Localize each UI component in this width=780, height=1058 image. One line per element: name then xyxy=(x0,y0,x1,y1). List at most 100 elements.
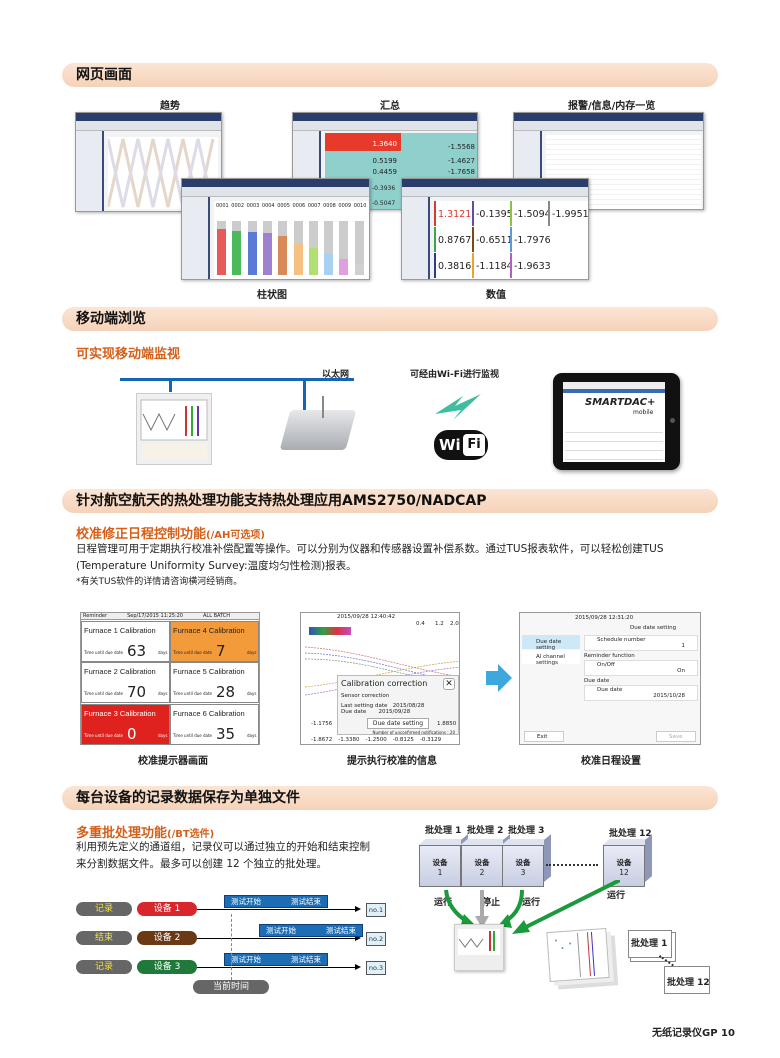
reminder-header: Reminder xyxy=(83,613,108,619)
batch-status: 停止 xyxy=(482,898,501,908)
scale-tick: 0.4 xyxy=(416,621,425,627)
timeline xyxy=(197,909,357,910)
bar-track xyxy=(339,221,349,275)
bar-track xyxy=(324,221,334,275)
channel-value: -1.8672 xyxy=(311,737,333,743)
test-start-label: 测试开始 xyxy=(231,955,261,964)
tile-days-value: 63 xyxy=(127,642,147,660)
bar-channel-label: 0002 xyxy=(231,203,245,209)
numeric-value: 0.3816 xyxy=(434,253,471,278)
menu-due-date-setting[interactable]: Due date setting xyxy=(522,635,580,651)
bar-channel-label: 0005 xyxy=(277,203,290,209)
reminder-batch: ALL BATCH xyxy=(203,613,231,619)
tile-unit-label: Time until due date xyxy=(84,691,124,697)
due-value: 2015/09/28 xyxy=(378,709,411,715)
save-button[interactable]: Save xyxy=(656,731,696,742)
cube-device-number: 2 xyxy=(479,868,485,877)
last-setting-label: Last setting date xyxy=(341,703,388,709)
test-end-label: 测试结束 xyxy=(291,955,321,964)
test-window: 测试开始 测试结束 xyxy=(259,924,363,937)
timeline xyxy=(197,967,357,968)
schedule-number-value[interactable]: 1 xyxy=(681,643,686,649)
onoff-value[interactable]: On xyxy=(677,668,685,674)
aero-paragraph-2: (Temperature Uniformity Survey:温度均匀性检测)报… xyxy=(76,560,357,572)
recorder-image xyxy=(136,393,212,465)
schedule-screen: 2015/09/28 12:31:20 Due date setting Due… xyxy=(519,612,701,745)
numeric-value: 1.3121 xyxy=(434,201,471,226)
batch-label: 批处理 12 xyxy=(609,829,652,839)
close-icon[interactable]: ✕ xyxy=(443,678,455,690)
arrow-head-icon xyxy=(355,935,361,941)
due-date-setting-button[interactable]: Due date setting xyxy=(367,718,429,729)
tile-days-unit: days xyxy=(158,650,168,655)
exit-button[interactable]: Exit xyxy=(524,731,564,742)
batch-file-12: 批处理 12 xyxy=(664,966,710,994)
channel-value: 1.8850 xyxy=(437,721,457,727)
reminder-screen: Reminder Sep/17/2015 11:25:20 ALL BATCH … xyxy=(80,612,260,745)
timeline xyxy=(197,938,357,939)
notification-count: Number of unconfirmed notifications : 20 xyxy=(372,730,455,735)
section-header-mobile: 移动端浏览 xyxy=(62,307,718,331)
caption-trend: 趋势 xyxy=(160,101,180,112)
summary-cell: -1.5568 xyxy=(447,143,475,151)
router-antenna xyxy=(322,396,324,418)
ethernet-line xyxy=(120,378,354,381)
test-start-label: 测试开始 xyxy=(266,926,296,935)
schedule-number-label: Schedule number xyxy=(597,637,646,643)
summary-cell: -1.7658 xyxy=(447,168,475,176)
bar-channel-label: 0001 xyxy=(216,203,229,209)
test-end-label: 测试结束 xyxy=(326,926,356,935)
arrow-head-icon xyxy=(355,906,361,912)
batch-label: 批处理 1 xyxy=(425,826,462,836)
cube-device-label: 设备 xyxy=(515,858,531,867)
device-pill: 设备 2 xyxy=(137,931,197,945)
cube-device-number: 3 xyxy=(520,868,526,877)
bar-fill xyxy=(293,243,303,275)
scale-tick: 2.0 xyxy=(450,621,459,627)
tile-days-unit: days xyxy=(158,732,168,738)
tile-title: Furnace 6 Calibration xyxy=(173,708,245,718)
batch-subtitle: 多重批处理功能 xyxy=(76,826,168,841)
cube-device-number: 12 xyxy=(619,868,629,877)
numeric-value: -1.5094 xyxy=(510,201,551,226)
section-header-aero: 针对航空航天的热处理功能支持热处理应用AMS2750/NADCAP xyxy=(62,489,718,513)
batch-state-pill: 记录 xyxy=(76,902,132,916)
numeric-value: -1.1184 xyxy=(472,253,513,278)
channel-value: -0.8125 xyxy=(392,737,414,743)
due-label: Due date xyxy=(341,709,367,715)
tile-days-unit: days xyxy=(247,691,257,697)
batch-label: 批处理 2 xyxy=(467,826,504,836)
scale-tick: 1.2 xyxy=(435,621,444,627)
numeric-value: -0.1395 xyxy=(472,201,513,226)
schedule-header: Due date setting xyxy=(630,625,677,631)
aero-option: (/AH可选项) xyxy=(206,530,265,541)
footer: 无纸记录仪GP 10 xyxy=(652,1024,735,1039)
tile-days-value: 70 xyxy=(127,683,147,702)
bar-channel-label: 0010 xyxy=(353,203,367,209)
bar-fill xyxy=(247,231,257,275)
aero-paragraph-1: 日程管理可用于定期执行校准补偿配置等操作。可以分别为仪器和传感器设置补偿系数。通… xyxy=(76,543,664,555)
schedule-datetime: 2015/09/28 12:31:20 xyxy=(575,615,634,621)
tile-title: Furnace 5 Calibration xyxy=(173,667,245,677)
caption-summary: 汇总 xyxy=(380,101,400,112)
batch-state-pill: 结束 xyxy=(76,931,132,945)
ethernet-label: 以太网 xyxy=(322,370,350,380)
arrow-right-icon xyxy=(486,664,512,692)
tile-days-value: 0 xyxy=(127,724,137,743)
menu-ai-channel-settings[interactable]: AI channel settings xyxy=(522,650,580,666)
section-header-batch: 每台设备的记录数据保存为单独文件 xyxy=(62,786,718,810)
bar-channel-label: 0007 xyxy=(307,203,321,209)
due-date-value[interactable]: 2015/10/28 xyxy=(653,693,685,699)
last-setting-value: 2015/08/28 xyxy=(392,703,425,709)
bar-fill xyxy=(339,258,349,275)
device-pill: 设备 3 xyxy=(137,960,197,974)
